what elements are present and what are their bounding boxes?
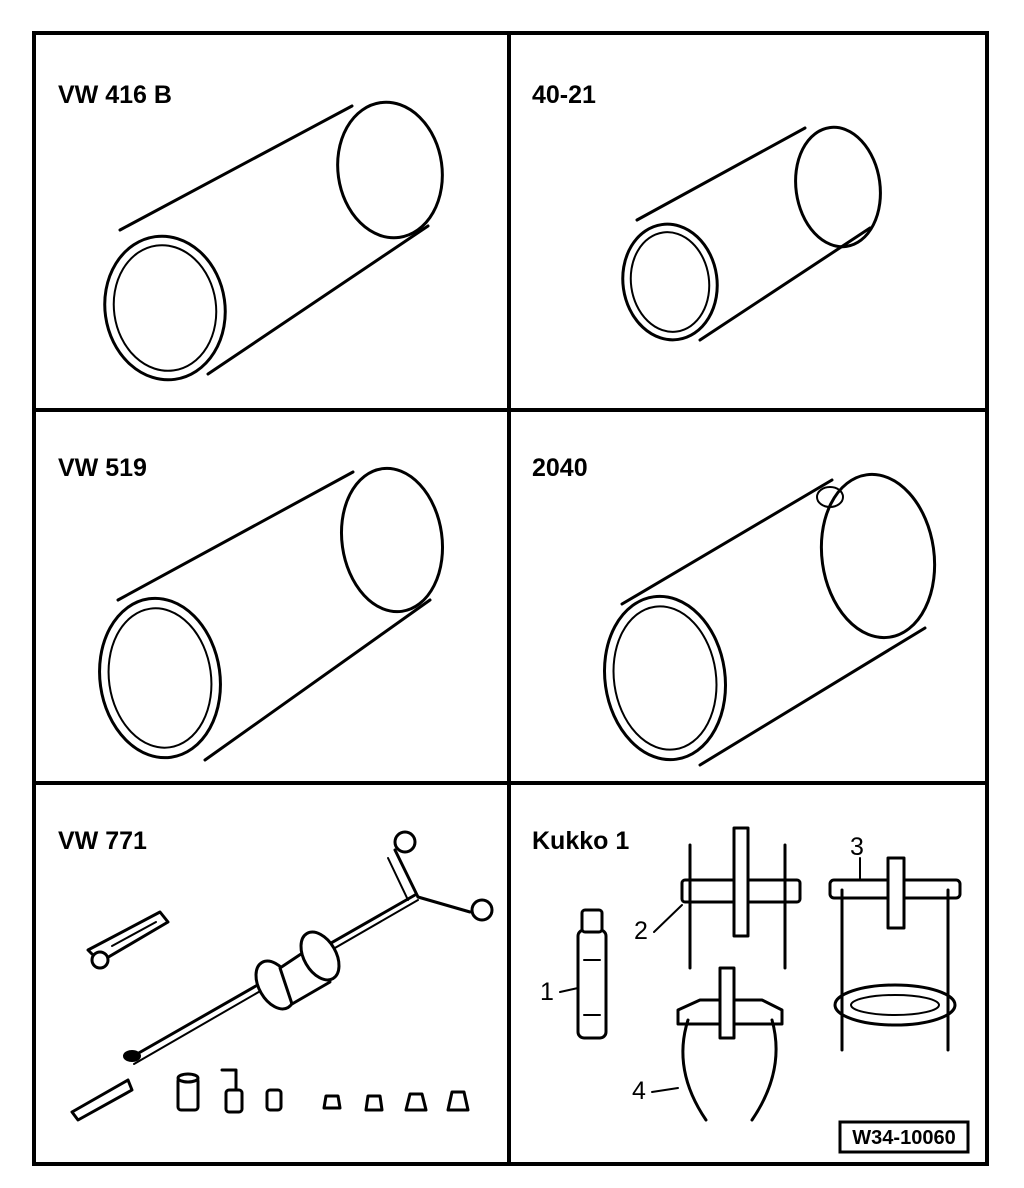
reference-code-box bbox=[838, 1120, 970, 1154]
panel-label-vw771: VW 771 bbox=[58, 827, 147, 855]
panel-label-kukko1: Kukko 1 bbox=[532, 827, 629, 855]
reference-code: W34-10060 bbox=[852, 1127, 955, 1149]
panel-label-2040: 2040 bbox=[532, 454, 588, 482]
panel-grid bbox=[32, 31, 989, 1166]
cylinder-sleeve-icon bbox=[621, 125, 882, 342]
cylinder-sleeve-icon bbox=[103, 100, 444, 382]
cylinder-sleeve-icon bbox=[602, 472, 937, 767]
panel-label-vw519: VW 519 bbox=[58, 454, 147, 482]
panel-label-vw416b: VW 416 B bbox=[58, 81, 172, 109]
callout-1: 1 bbox=[540, 978, 554, 1006]
callout-4: 4 bbox=[632, 1077, 646, 1105]
cylinder-sleeve-icon bbox=[98, 466, 445, 762]
panel-label-40-21: 40-21 bbox=[532, 81, 596, 109]
callout-2: 2 bbox=[634, 917, 648, 945]
puller-set-icon: 1 2 3 4 bbox=[540, 826, 962, 1122]
callout-3: 3 bbox=[850, 833, 864, 861]
slide-hammer-kit-icon bbox=[70, 830, 494, 1122]
